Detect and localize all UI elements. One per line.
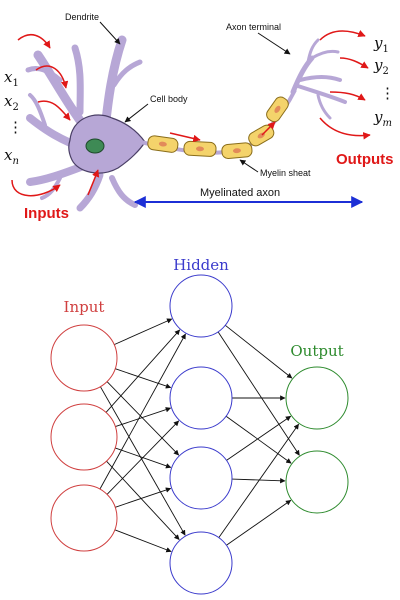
edge-input-2-to-hidden-2 (115, 407, 172, 428)
edge-input-1-to-hidden-1 (114, 318, 173, 346)
layer-label-output: Output (290, 342, 343, 360)
edge-hidden-3-to-output-1 (226, 415, 292, 461)
axon-terminal-leader (257, 32, 291, 55)
nucleus (85, 138, 105, 154)
var-y2: y2 (373, 56, 389, 77)
hidden-node-4 (169, 531, 233, 595)
label-myelin-sheath: Myelin sheat (260, 168, 311, 178)
label-dendrite: Dendrite (65, 12, 99, 22)
var-x-dots: ⋮ (8, 118, 23, 136)
edge-hidden-2-to-output-2 (225, 415, 292, 464)
signal-arrows (11, 30, 371, 197)
hidden-node-2 (169, 366, 233, 430)
edge-input-1-to-hidden-4 (100, 386, 186, 536)
myelin-segments (147, 96, 289, 159)
layer-label-hidden: Hidden (173, 256, 229, 274)
input-node-1 (50, 324, 118, 392)
edge-hidden-4-to-output-1 (218, 423, 299, 538)
edge-input-3-to-hidden-4 (114, 529, 172, 553)
myelin-sheath-leader (239, 159, 259, 173)
cell-body-leader (124, 103, 149, 123)
edge-input-3-to-hidden-3 (115, 487, 172, 508)
edge-input-3-to-hidden-2 (106, 420, 180, 495)
var-xn: xn (4, 146, 19, 167)
edge-hidden-4-to-output-2 (226, 499, 292, 546)
var-x2: x2 (4, 92, 19, 113)
label-axon-terminal: Axon terminal (226, 22, 281, 32)
edge-input-1-to-hidden-3 (106, 381, 180, 456)
edge-input-1-to-hidden-2 (115, 368, 172, 389)
layer-label-input: Input (64, 298, 105, 316)
output-variables: y1 y2 ⋮ ym (373, 34, 395, 129)
input-node-2 (50, 403, 118, 471)
network-edges (99, 318, 300, 553)
neural-network: Input Hidden Output (50, 256, 349, 595)
label-cell-body: Cell body (150, 94, 188, 104)
label-myelinated-axon: Myelinated axon (200, 187, 280, 199)
hidden-node-1 (169, 274, 233, 338)
hidden-node-3 (169, 446, 233, 510)
neuron-illustration: Dendrite Cell body Axon terminal Myelin … (4, 12, 395, 222)
edge-hidden-1-to-output-2 (217, 331, 300, 456)
edge-input-2-to-hidden-4 (106, 460, 180, 540)
network-nodes (50, 274, 349, 595)
edge-hidden-1-to-output-1 (225, 324, 293, 379)
input-node-3 (50, 484, 118, 552)
output-node-1 (285, 366, 349, 430)
label-inputs: Inputs (24, 205, 69, 222)
dendrite-leader (99, 21, 121, 45)
var-x1: x1 (4, 68, 19, 89)
label-outputs: Outputs (336, 151, 394, 168)
edge-input-2-to-hidden-1 (105, 329, 181, 413)
var-y1: y1 (373, 34, 389, 55)
var-y-dots: ⋮ (380, 84, 395, 102)
input-variables: x1 x2 ⋮ xn (4, 68, 23, 167)
output-node-2 (285, 450, 349, 514)
var-ym: ym (373, 108, 392, 129)
edge-input-3-to-hidden-1 (99, 333, 186, 490)
axon-terminal-branches (290, 38, 347, 120)
cell-body (68, 114, 146, 174)
edge-hidden-3-to-output-2 (231, 478, 286, 484)
